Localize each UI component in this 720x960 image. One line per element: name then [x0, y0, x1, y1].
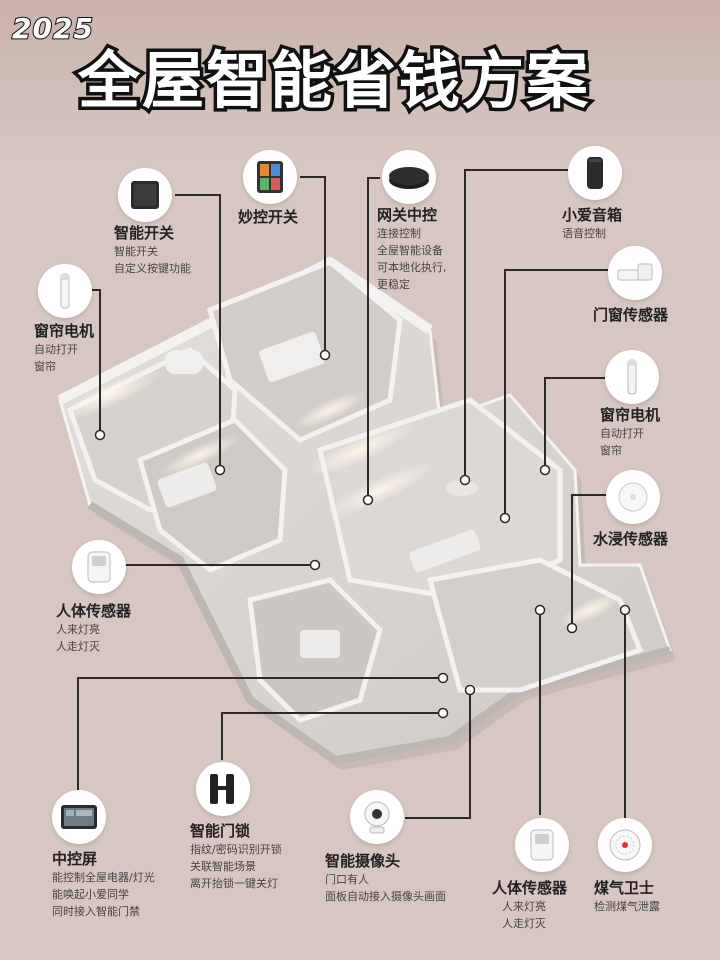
device-name: 中控屏 — [52, 850, 98, 868]
device-desc: 同时接入智能门禁 — [52, 905, 140, 918]
device-desc: 检测煤气泄露 — [594, 900, 660, 913]
label-smart-lock: 智能门锁 指纹/密码识别开锁 关联智能场景 离开抬锁一键关灯 — [190, 820, 282, 892]
curtain-motor-icon — [38, 264, 92, 318]
label-miao-switch: 妙控开关 — [238, 206, 298, 227]
motion-sensor-icon — [72, 540, 126, 594]
touch-panel-switch-icon — [243, 150, 297, 204]
device-name: 智能开关 — [114, 224, 175, 242]
device-name: 网关中控 — [377, 206, 438, 224]
device-name: 妙控开关 — [238, 208, 299, 226]
device-desc: 窗帘 — [600, 444, 622, 457]
smart-switch-icon — [118, 168, 172, 222]
device-name: 窗帘电机 — [600, 406, 661, 424]
label-smart-camera: 智能摄像头 门口有人 面板自动接入摄像头画面 — [325, 850, 446, 905]
device-name: 智能摄像头 — [325, 852, 401, 870]
label-gas-guard: 煤气卫士 检测煤气泄露 — [594, 877, 660, 915]
device-desc: 可本地化执行, — [377, 261, 447, 274]
device-name: 人体传感器 — [56, 602, 132, 620]
label-gateway: 网关中控 连接控制 全屋智能设备 可本地化执行, 更稳定 — [377, 204, 447, 293]
label-body-sensor-bottom: 人体传感器 人来灯亮 人走灯灭 — [492, 877, 567, 932]
device-desc: 更稳定 — [377, 278, 410, 291]
motion-sensor-icon — [515, 818, 569, 872]
header-band — [0, 0, 720, 158]
device-desc: 自动打开 — [600, 427, 644, 440]
smart-speaker-icon — [568, 146, 622, 200]
device-name: 人体传感器 — [492, 879, 568, 897]
device-desc: 人来灯亮 — [56, 623, 100, 636]
device-desc: 自动打开 — [34, 343, 78, 356]
gas-detector-icon — [598, 818, 652, 872]
device-desc: 人走灯灭 — [56, 640, 100, 653]
device-desc: 智能开关 — [114, 245, 158, 258]
device-desc: 全屋智能设备 — [377, 244, 443, 257]
device-desc: 自定义按键功能 — [114, 262, 191, 275]
device-desc: 关联智能场景 — [190, 860, 256, 873]
security-camera-icon — [350, 790, 404, 844]
label-xiaoai-speaker: 小爱音箱 语音控制 — [562, 204, 622, 242]
label-body-sensor-left: 人体传感器 人来灯亮 人走灯灭 — [56, 600, 131, 655]
device-name: 水浸传感器 — [593, 530, 669, 548]
control-screen-icon — [52, 790, 106, 844]
device-desc: 能唤起小爱同学 — [52, 888, 129, 901]
page-title: 全屋智能省钱方案 — [74, 41, 591, 121]
device-name: 智能门锁 — [190, 822, 251, 840]
smart-lock-icon — [196, 762, 250, 816]
label-curtain-motor-right: 窗帘电机 自动打开 窗帘 — [600, 404, 660, 459]
device-name: 窗帘电机 — [34, 322, 95, 340]
device-desc: 门口有人 — [325, 873, 369, 886]
device-desc: 窗帘 — [34, 360, 56, 373]
curtain-motor-icon — [605, 350, 659, 404]
device-desc: 语音控制 — [562, 227, 606, 240]
device-desc: 离开抬锁一键关灯 — [190, 877, 278, 890]
label-water-sensor: 水浸传感器 — [593, 528, 668, 549]
device-desc: 人来灯亮 — [502, 900, 546, 913]
gateway-hub-icon — [382, 150, 436, 204]
water-leak-sensor-icon — [606, 470, 660, 524]
label-door-window-sensor: 门窗传感器 — [593, 304, 668, 325]
device-desc: 连接控制 — [377, 227, 421, 240]
door-window-sensor-icon — [608, 246, 662, 300]
device-desc: 面板自动接入摄像头画面 — [325, 890, 446, 903]
device-desc: 人走灯灭 — [502, 917, 546, 930]
device-desc: 指纹/密码识别开锁 — [190, 843, 282, 856]
device-name: 煤气卫士 — [594, 879, 655, 897]
year-badge: 2025 — [11, 11, 94, 46]
label-central-screen: 中控屏 能控制全屋电器/灯光 能唤起小爱同学 同时接入智能门禁 — [52, 848, 155, 920]
device-desc: 能控制全屋电器/灯光 — [52, 871, 155, 884]
label-smart-switch: 智能开关 智能开关 自定义按键功能 — [114, 222, 191, 277]
device-name: 小爱音箱 — [562, 206, 623, 224]
label-curtain-motor-left: 窗帘电机 自动打开 窗帘 — [34, 320, 94, 375]
device-name: 门窗传感器 — [593, 306, 669, 324]
